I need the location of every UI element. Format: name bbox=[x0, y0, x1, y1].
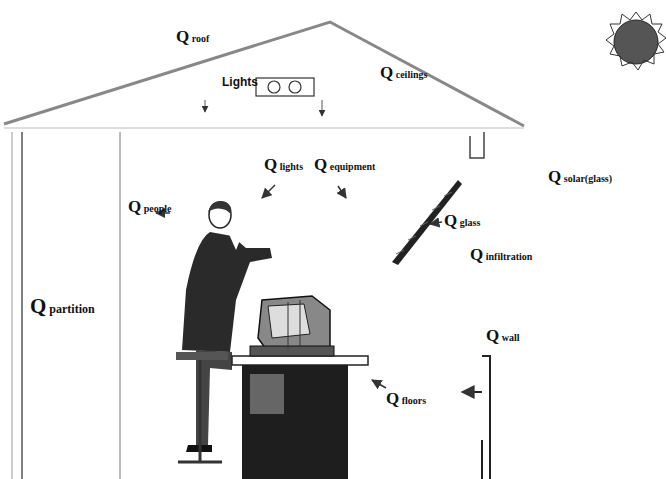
heat-load-label: Q wall bbox=[486, 327, 520, 344]
heat-arrow bbox=[430, 222, 442, 224]
heat-load-label: Q equipment bbox=[314, 156, 375, 173]
heat-load-label: Q lights bbox=[264, 156, 303, 173]
heat-load-label: Q partition bbox=[30, 296, 95, 317]
heat-arrow bbox=[372, 380, 386, 388]
sun bbox=[606, 12, 666, 70]
computer bbox=[250, 296, 334, 356]
heat-load-label: Q solar(glass) bbox=[548, 168, 612, 185]
chair bbox=[176, 352, 228, 462]
partition-wall bbox=[120, 132, 121, 479]
wall-bracket bbox=[470, 132, 484, 158]
heat-load-label: Q people bbox=[128, 198, 172, 215]
roof-line bbox=[4, 22, 524, 126]
light-fixture bbox=[256, 78, 314, 96]
heat-arrow bbox=[262, 185, 275, 198]
lamp bbox=[268, 81, 280, 93]
ceiling-line bbox=[4, 128, 524, 129]
heat-load-label: Q floors bbox=[386, 390, 426, 407]
heat-load-label: Q ceilings bbox=[380, 64, 427, 81]
heat-arrow bbox=[338, 186, 346, 198]
desk bbox=[232, 356, 368, 479]
heat-load-label: Q infiltration bbox=[470, 246, 532, 263]
lamp bbox=[289, 81, 301, 93]
wall-bracket bbox=[482, 356, 490, 479]
fixture-label: Lights bbox=[222, 76, 258, 88]
heat-arrow bbox=[205, 100, 206, 112]
heat-load-label: Q roof bbox=[176, 28, 209, 45]
heat-load-label: Q glass bbox=[444, 212, 480, 229]
partition-wall bbox=[21, 132, 23, 479]
partition-wall bbox=[12, 132, 13, 479]
heat-arrow bbox=[462, 391, 482, 393]
heat-arrow bbox=[322, 100, 323, 116]
